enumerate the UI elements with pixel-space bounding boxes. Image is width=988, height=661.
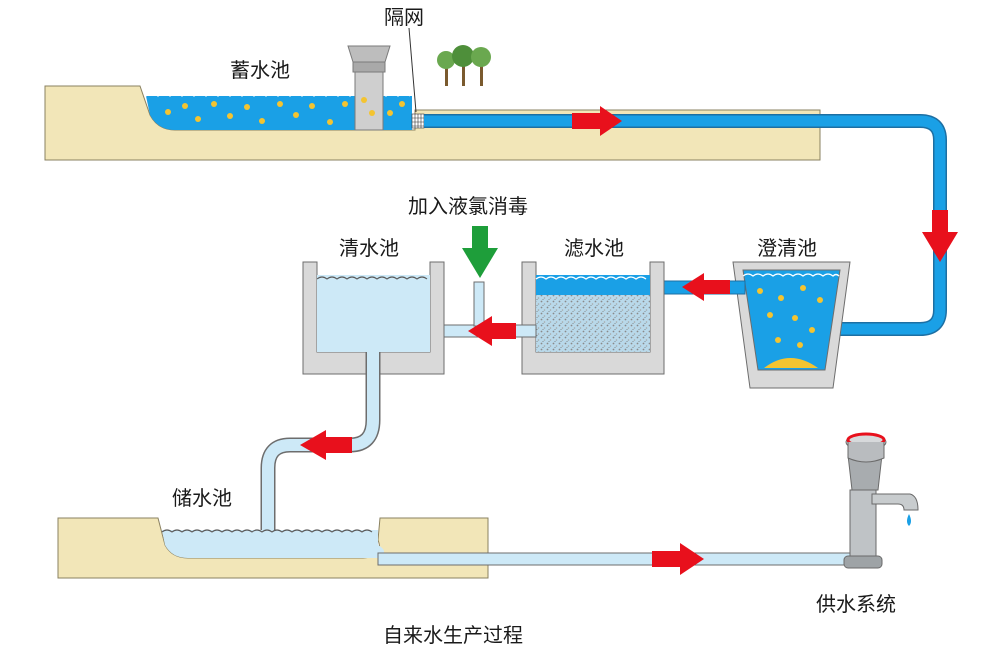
label-chlorine: 加入液氯消毒 — [408, 194, 528, 218]
faucet-icon — [843, 432, 919, 569]
label-storage-tank: 储水池 — [172, 486, 232, 510]
label-clear-water-tank: 清水池 — [339, 236, 399, 260]
clear-water-tank — [302, 261, 445, 375]
flow-arrow-to-filter — [682, 273, 730, 301]
trees-icon — [437, 45, 491, 86]
flow-arrow-to-storage — [300, 430, 352, 460]
chlorine-arrow — [462, 226, 498, 278]
settling-tank — [732, 261, 851, 389]
flow-arrow-to-clear — [468, 316, 516, 346]
label-filter-tank: 滤水池 — [564, 236, 624, 260]
diagram-caption: 自来水生产过程 — [383, 623, 523, 647]
flow-arrow-down — [922, 210, 958, 262]
label-screen: 隔网 — [384, 5, 424, 29]
intake-tower-icon — [347, 45, 391, 131]
label-settling-tank: 澄清池 — [757, 236, 817, 260]
supply-pipe — [377, 552, 859, 566]
label-reservoir: 蓄水池 — [230, 58, 290, 82]
chlorine-inlet-pipe — [473, 281, 485, 327]
filter-tank — [521, 261, 665, 375]
flow-arrow-reservoir-out — [572, 106, 622, 136]
flow-arrow-to-supply — [652, 543, 704, 575]
label-supply-system: 供水系统 — [816, 592, 896, 616]
screen-mesh — [408, 27, 425, 129]
